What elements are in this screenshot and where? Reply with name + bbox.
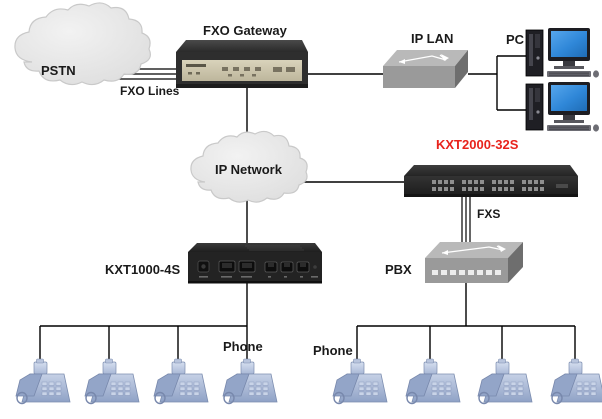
label-kxt1000-4s: KXT1000-4S [105, 262, 181, 277]
link-kxt2000-pbx-fxs [461, 196, 471, 246]
phone-item[interactable] [153, 358, 209, 405]
phone-item[interactable] [222, 358, 278, 405]
node-pc-top[interactable] [525, 28, 599, 78]
link-kxt1000-phones [39, 283, 248, 360]
node-pbx[interactable] [425, 242, 523, 283]
label-fxo-lines: FXO Lines [120, 84, 180, 98]
label-pbx: PBX [385, 262, 412, 277]
label-phone-right: Phone [313, 343, 353, 358]
link-ip-lan-pcs [468, 55, 526, 111]
label-ip-network: IP Network [215, 162, 282, 177]
label-pstn: PSTN [41, 63, 76, 78]
label-fxo-gateway: FXO Gateway [203, 23, 287, 38]
node-pstn-cloud[interactable] [14, 2, 151, 86]
phone-group-right [332, 358, 602, 405]
node-ip-lan-switch[interactable] [383, 50, 468, 88]
phone-group-left [15, 358, 278, 405]
link-pbx-phones [356, 283, 576, 360]
label-kxt2000-32s: KXT2000-32S [436, 137, 519, 152]
label-ip-lan: IP LAN [411, 31, 454, 46]
phone-item[interactable] [15, 358, 71, 405]
phone-item[interactable] [477, 358, 533, 405]
connection-lines [39, 55, 576, 360]
phone-item[interactable] [405, 358, 461, 405]
label-phone-left: Phone [223, 339, 263, 354]
label-pc: PC [506, 32, 525, 47]
phone-item[interactable] [84, 358, 140, 405]
node-kxt2000-32s[interactable] [404, 165, 578, 197]
node-pc-bottom[interactable] [525, 82, 599, 132]
node-fxo-gateway[interactable] [176, 40, 308, 88]
node-ip-network-cloud[interactable] [190, 130, 308, 203]
phone-item[interactable] [332, 358, 388, 405]
node-kxt1000-4s[interactable] [188, 243, 322, 284]
label-fxs: FXS [477, 207, 501, 221]
phone-item[interactable] [550, 358, 602, 405]
